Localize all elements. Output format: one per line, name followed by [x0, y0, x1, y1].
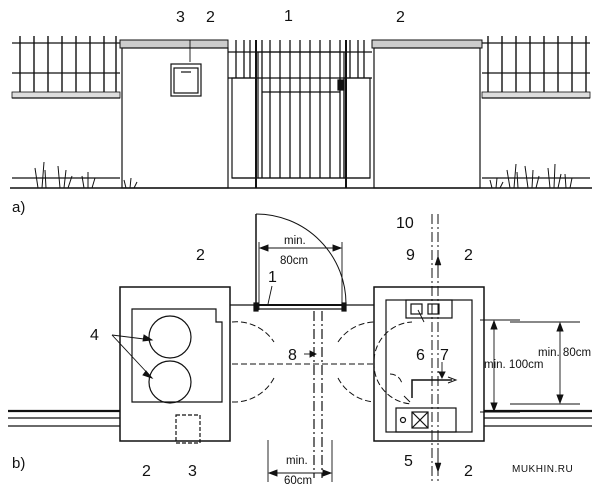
dim-door-bottom-line2: 60cm — [284, 475, 312, 486]
grass-tufts — [34, 161, 573, 189]
dim-door-bottom-line1: min. — [286, 455, 308, 467]
fence-left — [11, 36, 121, 179]
dim-depth-100 — [480, 319, 520, 413]
plan-fence-left — [8, 409, 120, 427]
label-pipe-in: 5 — [404, 453, 413, 470]
label-gate-elev: 1 — [284, 8, 293, 25]
plan-fence-right — [484, 409, 592, 427]
dim-door-bottom — [267, 440, 333, 482]
dim-depth-80 — [510, 321, 580, 405]
meter — [405, 299, 453, 319]
label-pillar-top-right: 2 — [464, 247, 473, 264]
label-pillar-bottom-right: 2 — [464, 463, 473, 480]
label-pillar-top-left: 2 — [196, 247, 205, 264]
gate-elevation — [228, 40, 372, 188]
meter-box — [395, 407, 457, 433]
plan-pillar-left — [119, 286, 231, 444]
label-mailbox-plan: 3 — [188, 463, 197, 480]
label-pillar-left-elev: 2 — [206, 9, 215, 26]
plan-mailbox — [175, 414, 201, 444]
label-gate-plan: 1 — [268, 269, 277, 286]
label-pillar-bottom-left: 2 — [142, 463, 151, 480]
dim-door-top — [258, 242, 343, 310]
leaders — [111, 40, 446, 380]
label-bins: 4 — [90, 327, 99, 344]
pillar-right — [371, 39, 483, 189]
elevation-text: 1 2 2 3 a) — [12, 8, 405, 216]
label-pipe-out: 10 — [396, 215, 414, 232]
plan-pipes — [431, 214, 439, 482]
label-mailbox-elev: 3 — [176, 9, 185, 26]
watermark: MUKHIN.RU — [512, 464, 573, 475]
label-pedestrian-gate: 8 — [288, 347, 297, 364]
label-valve: 7 — [440, 347, 449, 364]
dim-depth-80-label: min. 80cm — [538, 347, 591, 359]
dim-door-top-line1: min. — [284, 235, 306, 247]
dim-door-top-line2: 80cm — [280, 255, 308, 267]
panel-a-label: a) — [12, 199, 25, 216]
panel-b-label: b) — [12, 455, 25, 472]
fence-right — [481, 36, 591, 179]
dim-depth-100-label: min. 100cm — [484, 359, 543, 371]
swing-arcs — [231, 321, 413, 405]
plan-view — [8, 40, 592, 482]
pillar-left — [119, 39, 229, 189]
label-pillar-right-elev: 2 — [396, 9, 405, 26]
label-meter-box: 6 — [416, 347, 425, 364]
plan-pillar-right — [373, 286, 485, 442]
label-meter: 9 — [406, 247, 415, 264]
elevation-view — [10, 36, 592, 189]
bin-1 — [148, 315, 192, 359]
plan-text: 1 2 2 2 2 3 4 5 6 7 8 9 10 b) min. 80cm … — [12, 215, 591, 486]
bin-2 — [148, 360, 192, 404]
mailbox — [170, 63, 202, 97]
plan-gate — [230, 213, 374, 478]
